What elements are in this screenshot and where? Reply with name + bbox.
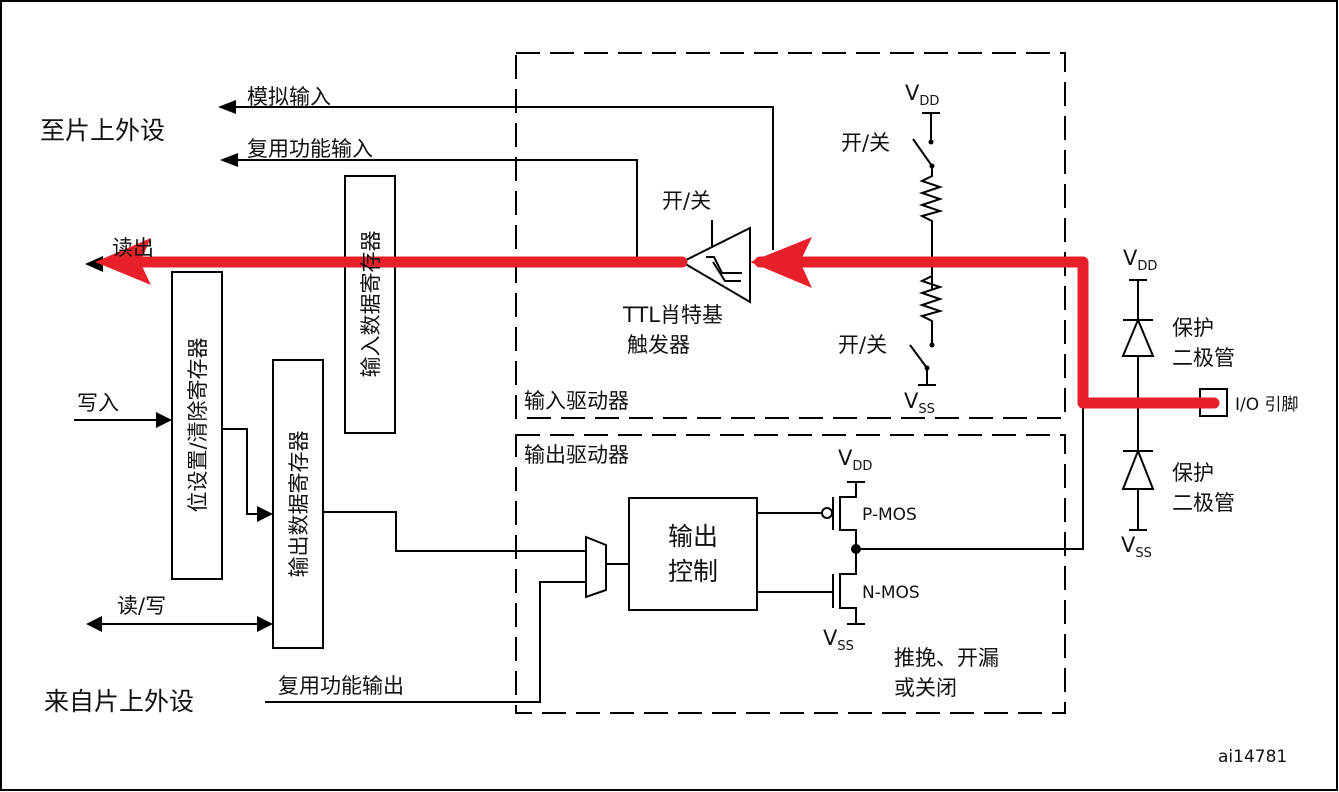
output-data-register: [272, 359, 324, 649]
to-peripheral-label: 至片上外设: [40, 116, 165, 145]
figure-id: ai14781: [1218, 747, 1287, 767]
output-driver-label: 输出驱动器: [524, 443, 629, 467]
diode-vdd-label: VDD: [1123, 246, 1157, 274]
alt-func-output-label: 复用功能输出: [278, 674, 404, 698]
analog-input-label: 模拟输入: [247, 85, 331, 109]
pulldown-resistor: [918, 262, 944, 345]
alt-func-input-arrowhead: [220, 153, 238, 167]
pmos-channel: [839, 482, 857, 549]
input-path-highlight: [754, 256, 1220, 409]
read-arrowhead: [85, 256, 103, 272]
pulldown-switch-pivot: [929, 342, 935, 348]
alt-func-input-line: [236, 159, 638, 262]
read-path-arrowhead: [95, 238, 151, 285]
output-driver-region: [515, 434, 1066, 714]
pullup-vdd-label: VDD: [905, 81, 939, 109]
bit-set-reset-register: [171, 271, 223, 580]
alt-func-input-label: 复用功能输入: [247, 137, 373, 161]
bsrr-to-odr-line: [222, 428, 259, 515]
input-driver-label: 输入驱动器: [524, 389, 629, 413]
protect-diode-bottom-label-2: 二极管: [1172, 491, 1235, 515]
protect-diode-bottom-label-1: 保护: [1172, 461, 1214, 485]
pmos-gate-bubble: [821, 507, 833, 519]
schmitt-on-off-label: 开/关: [662, 189, 711, 213]
pullup-resistor: [918, 166, 944, 290]
read-write-left-arrowhead: [86, 616, 102, 632]
from-peripheral-label: 来自片上外设: [44, 687, 194, 716]
pulldown-switch: [909, 344, 928, 369]
mode-label-2: 或关闭: [894, 676, 957, 700]
read-write-right-arrowhead: [257, 616, 273, 632]
schmitt-hysteresis-symbol-b: [712, 261, 741, 282]
output-data-register-label: 输出数据寄存器: [287, 431, 311, 578]
output-mux: [585, 535, 607, 599]
input-path-arrowhead-1: [750, 237, 812, 288]
output-control-label-2: 控制: [668, 557, 718, 586]
pmos-label: P-MOS: [862, 505, 917, 525]
bit-set-reset-register-label: 位设置/清除寄存器: [186, 337, 210, 512]
schmitt-hysteresis-symbol-a: [706, 256, 742, 274]
io-pin-label: I/O 引脚: [1235, 395, 1299, 415]
nmos-vss-label: VSS: [823, 626, 854, 654]
protection-diode-top: [1121, 317, 1155, 357]
diode-vss-label: VSS: [1121, 533, 1152, 561]
odr-to-mux-line: [323, 511, 586, 552]
pmos-vdd-label: VDD: [838, 446, 872, 474]
output-control-label-1: 输出: [668, 522, 718, 551]
pulldown-on-off-label: 开/关: [838, 333, 887, 357]
input-data-register: [344, 175, 396, 434]
read-write-label: 读/写: [117, 594, 166, 618]
pullup-on-off-label: 开/关: [841, 131, 890, 155]
protect-diode-top-label-2: 二极管: [1172, 346, 1235, 370]
protection-diode-bottom: [1121, 448, 1155, 490]
nmos-label: N-MOS: [862, 583, 920, 603]
output-control-block: [628, 497, 758, 611]
pullup-switch-contact: [928, 139, 934, 145]
write-arrowhead: [156, 412, 172, 428]
protect-diode-top-label-1: 保护: [1172, 316, 1214, 340]
mode-label-1: 推挽、开漏: [894, 646, 999, 670]
input-driver-region: [515, 52, 1066, 419]
write-label: 写入: [77, 391, 119, 415]
analog-input-arrowhead: [218, 100, 236, 114]
pulldown-vss-label: VSS: [904, 389, 935, 417]
alt-func-output-line: [265, 581, 586, 703]
ttl-schmitt-label-1: TTL肖特基: [622, 303, 723, 327]
pullup-switch: [912, 138, 933, 167]
bsrr-to-odr-arrowhead: [257, 506, 273, 522]
analog-input-line: [235, 106, 774, 250]
read-label: 读出: [112, 236, 154, 260]
nmos-channel: [839, 549, 857, 624]
ttl-schmitt-label-2: 触发器: [627, 333, 690, 357]
input-data-register-label: 输入数据寄存器: [359, 231, 383, 378]
